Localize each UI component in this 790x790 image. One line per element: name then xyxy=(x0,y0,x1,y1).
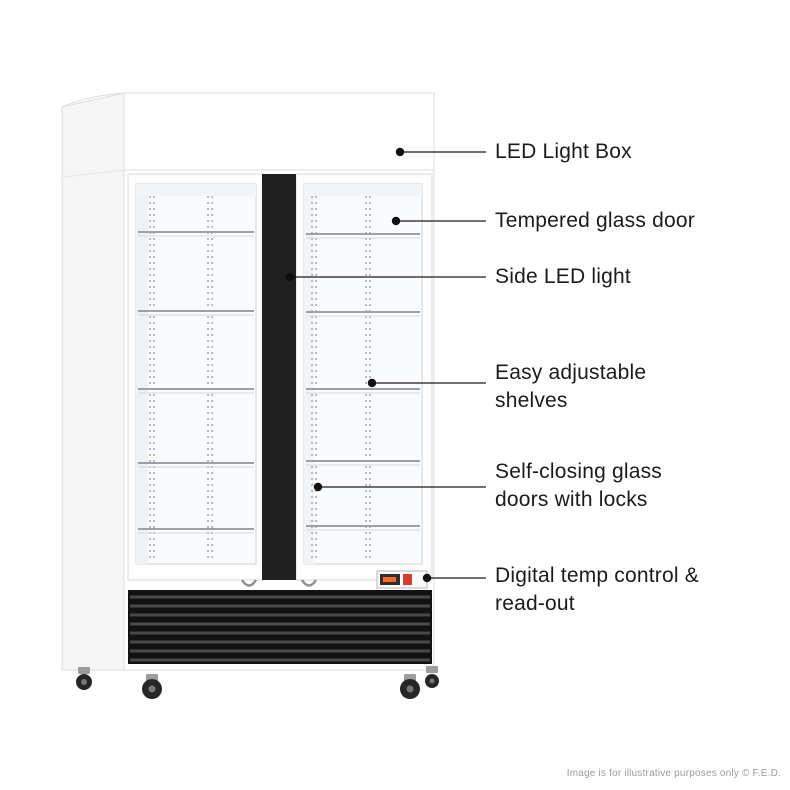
ventilation-grille xyxy=(128,590,432,664)
callout-adjustable-shelves: Easy adjustable shelves xyxy=(495,361,647,412)
cabinet-side-panel xyxy=(61,92,125,671)
callout-tempered-glass-door: Tempered glass door xyxy=(495,209,695,232)
side-led-light-strip xyxy=(262,174,296,580)
right-glass-door xyxy=(295,173,433,581)
callout-side-led-light: Side LED light xyxy=(495,265,631,288)
digital-temp-display xyxy=(376,570,428,589)
shelf-supports-right xyxy=(311,196,371,558)
shelves-left xyxy=(138,231,254,534)
disclaimer-text: Image is for illustrative purposes only … xyxy=(566,768,781,779)
shelf-supports-left xyxy=(149,196,213,558)
caster-wheels xyxy=(76,666,439,699)
callout-digital-temp-control: Digital temp control & read-out xyxy=(495,564,699,615)
door-handles xyxy=(240,579,318,587)
shelves-right xyxy=(306,233,420,531)
led-light-box xyxy=(123,92,435,171)
callout-leader-lines xyxy=(290,151,486,579)
callout-dots xyxy=(285,147,432,583)
callout-self-closing-doors: Self-closing glass doors with locks xyxy=(495,460,663,511)
left-glass-door xyxy=(127,173,265,581)
callout-led-light-box: LED Light Box xyxy=(495,140,632,163)
